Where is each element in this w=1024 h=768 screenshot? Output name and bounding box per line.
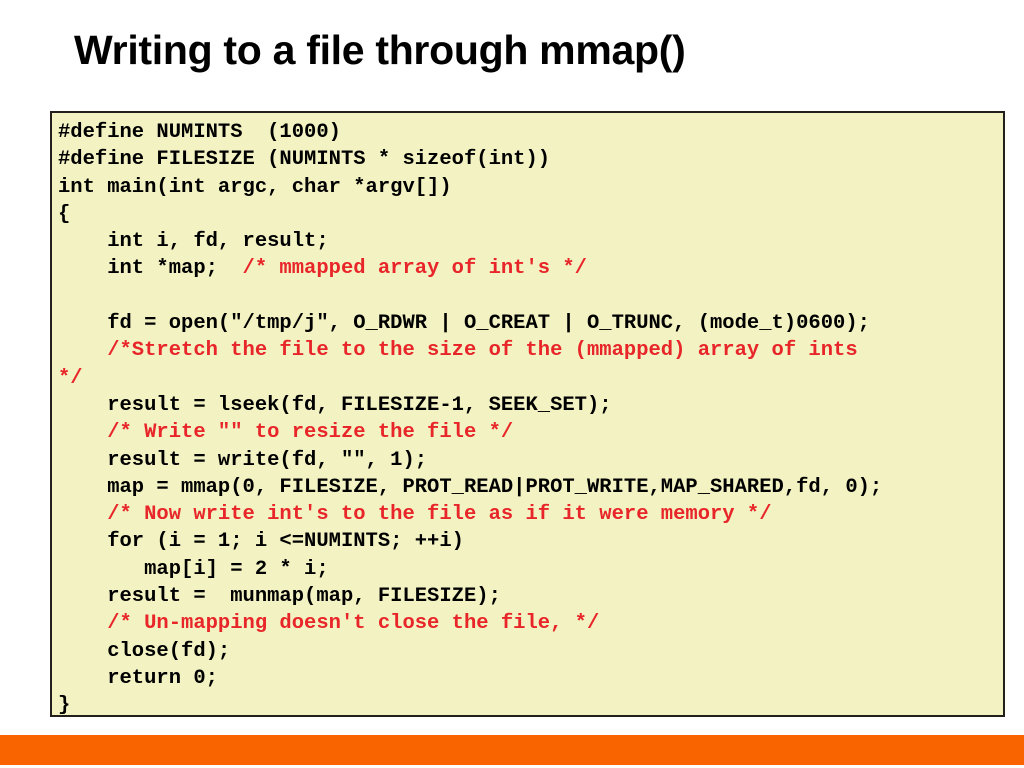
code-comment-token: */: [58, 366, 83, 390]
code-line: map[i] = 2 * i;: [58, 556, 1024, 583]
code-line: }: [58, 692, 1024, 719]
code-token: {: [58, 202, 71, 226]
code-line: /*Stretch the file to the size of the (m…: [58, 337, 1024, 364]
code-line: result = write(fd, "", 1);: [58, 447, 1024, 474]
code-line: int i, fd, result;: [58, 228, 1024, 255]
code-line: fd = open("/tmp/j", O_RDWR | O_CREAT | O…: [58, 310, 1024, 337]
code-line: */: [58, 365, 1024, 392]
code-comment-token: /* Write "" to resize the file */: [58, 421, 514, 445]
code-token: #define FILESIZE (NUMINTS * sizeof(int)): [58, 148, 551, 172]
code-line: map = mmap(0, FILESIZE, PROT_READ|PROT_W…: [58, 474, 1024, 501]
code-line: close(fd);: [58, 638, 1024, 665]
code-line: result = lseek(fd, FILESIZE-1, SEEK_SET)…: [58, 392, 1024, 419]
code-token: return 0;: [58, 666, 218, 690]
code-line: int *map; /* mmapped array of int's */: [58, 255, 1024, 282]
code-comment-token: /* Un-mapping doesn't close the file, */: [58, 612, 600, 636]
code-token: for (i = 1; i <=NUMINTS; ++i): [58, 530, 464, 554]
code-comment-token: /* mmapped array of int's */: [242, 257, 587, 281]
code-line: /* Un-mapping doesn't close the file, */: [58, 610, 1024, 637]
code-token: close(fd);: [58, 639, 231, 663]
code-line: /* Write "" to resize the file */: [58, 419, 1024, 446]
page-title: Writing to a file through mmap(): [74, 27, 686, 73]
code-listing: #define NUMINTS (1000) #define FILESIZE (…: [58, 119, 1024, 720]
footer-accent-bar: [0, 735, 1024, 765]
code-token: #define NUMINTS (1000): [58, 121, 341, 144]
code-token: map[i] = 2 * i;: [58, 557, 329, 581]
code-token: int *map;: [58, 257, 243, 281]
code-line: /* Now write int's to the file as if it …: [58, 501, 1024, 528]
code-comment-token: /*Stretch the file to the size of the (m…: [58, 339, 858, 363]
code-listing-panel: #define NUMINTS (1000) #define FILESIZE (…: [50, 111, 1005, 717]
code-comment-token: /* Now write int's to the file as if it …: [58, 503, 772, 527]
code-line: {: [58, 201, 1024, 228]
code-token: fd = open("/tmp/j", O_RDWR | O_CREAT | O…: [58, 312, 870, 336]
code-line: int main(int argc, char *argv[]): [58, 174, 1024, 201]
code-line: for (i = 1; i <=NUMINTS; ++i): [58, 528, 1024, 555]
code-line: [58, 283, 1024, 310]
code-line: #define NUMINTS (1000): [58, 119, 1024, 146]
code-token: result = write(fd, "", 1);: [58, 448, 428, 472]
code-line: #define FILESIZE (NUMINTS * sizeof(int)): [58, 146, 1024, 173]
code-line: return 0;: [58, 665, 1024, 692]
code-token: int main(int argc, char *argv[]): [58, 175, 452, 199]
code-token: }: [58, 694, 71, 718]
code-line: result = munmap(map, FILESIZE);: [58, 583, 1024, 610]
code-token: int i, fd, result;: [58, 230, 329, 254]
code-token: result = lseek(fd, FILESIZE-1, SEEK_SET)…: [58, 393, 612, 417]
code-token: result = munmap(map, FILESIZE);: [58, 585, 501, 609]
code-token: map = mmap(0, FILESIZE, PROT_READ|PROT_W…: [58, 475, 883, 499]
